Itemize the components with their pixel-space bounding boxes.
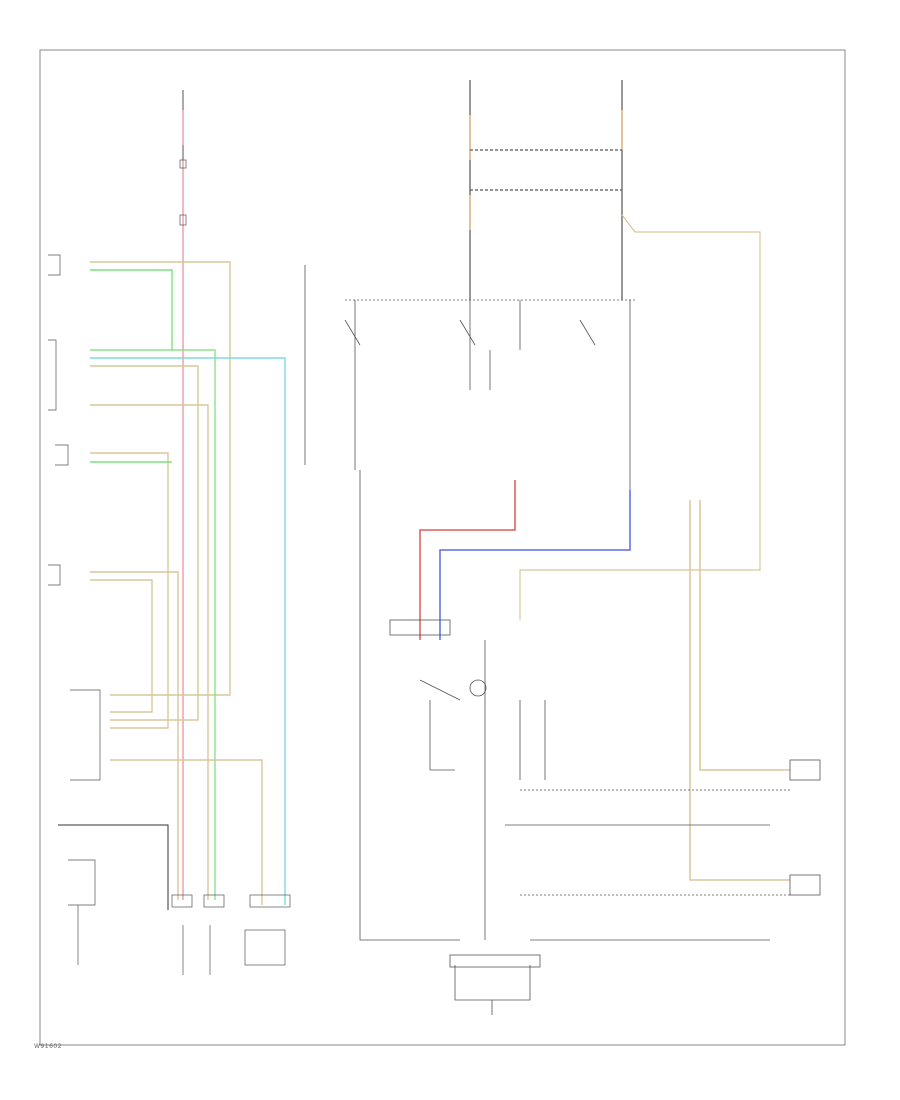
switch-row (304, 265, 635, 550)
figure-code: W91602 (34, 1043, 63, 1050)
left-connector-blocks (48, 254, 101, 906)
center-components (359, 470, 770, 1015)
left-harness-wires (58, 261, 286, 910)
signal-wires (419, 480, 790, 881)
right-connectors (520, 759, 821, 896)
diagram-border (39, 49, 846, 1046)
left-power-feed (179, 90, 187, 900)
top-power-feeds (469, 80, 761, 620)
bottom-left-connectors (77, 894, 291, 975)
